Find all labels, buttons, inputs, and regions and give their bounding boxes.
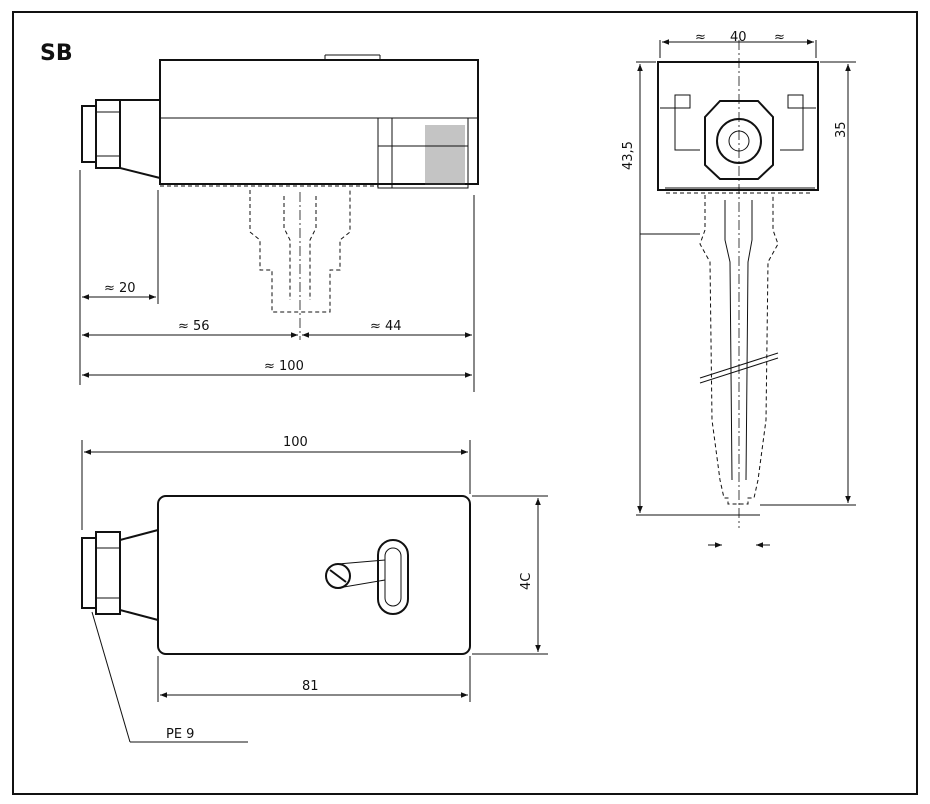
- dim-side-100: ≈ 100: [264, 359, 304, 374]
- end-view: ≈ 40 ≈ 43,5 35: [621, 30, 856, 548]
- dim-end-35: 35: [834, 121, 849, 138]
- top-housing: [157, 495, 471, 655]
- side-view: ≈ 20 ≈ 56 ≈ 44 ≈ 100: [79, 54, 479, 392]
- dim-end-43-5: 43,5: [621, 141, 636, 170]
- dim-side-56: ≈ 56: [178, 319, 210, 334]
- dim-side-20: ≈ 20: [104, 281, 136, 296]
- dim-top-40: 4C: [519, 573, 534, 590]
- drawing-frame: [12, 11, 918, 795]
- dim-end-40-prefix: ≈: [695, 30, 706, 45]
- end-probe: [699, 195, 779, 505]
- housing-body: [159, 59, 479, 185]
- dim-end-40-suffix: ≈: [774, 30, 785, 45]
- end-housing: [657, 61, 819, 191]
- dim-side-44: ≈ 44: [370, 319, 402, 334]
- drawing-title: SB: [40, 41, 73, 66]
- sensor-stem: [249, 190, 351, 313]
- connector-label: PE 9: [166, 727, 194, 742]
- scale-window: [377, 539, 409, 615]
- cable-gland: [119, 99, 161, 179]
- setting-screw-icon: [325, 559, 386, 589]
- dim-end-40: 40: [730, 30, 747, 45]
- setting-scale: [377, 117, 469, 189]
- top-view: 100 4C 81 PE 9: [81, 435, 548, 743]
- dim-top-100: 100: [283, 435, 308, 450]
- dim-top-81: 81: [302, 679, 319, 694]
- hex-nut: [704, 100, 774, 180]
